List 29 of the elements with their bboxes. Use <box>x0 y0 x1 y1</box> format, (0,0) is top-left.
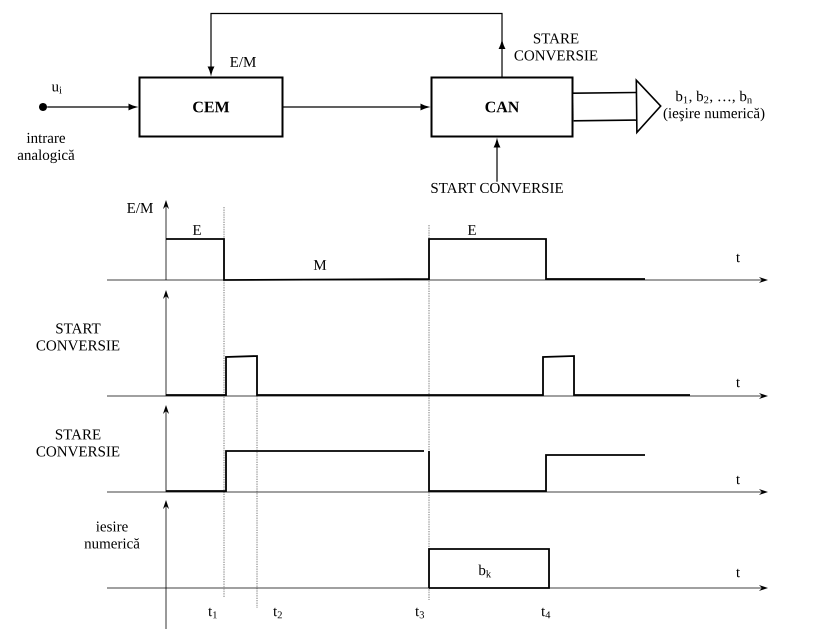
signal-label: iesire numerică <box>84 521 140 549</box>
signal-label: START CONVERSIE <box>431 182 563 194</box>
arrow <box>47 104 136 110</box>
input-terminal <box>39 103 47 111</box>
signal-label: t <box>736 476 740 484</box>
arrow <box>284 104 428 110</box>
signal-label: t$_{2}$ <box>273 608 282 618</box>
signal-label: M <box>314 260 326 270</box>
signal-label: t <box>736 568 740 578</box>
signal-label: E/M <box>230 57 256 68</box>
arrow <box>494 140 500 182</box>
signal-label: E <box>192 225 201 235</box>
signal-label: START CONVERSIE <box>36 323 120 351</box>
signal-label: t$_{3}$ <box>415 608 424 618</box>
signal-label: t$_{4}$ <box>541 608 550 618</box>
terminal-label: u$_{i}$ <box>52 84 62 94</box>
signal-label: t <box>736 254 740 262</box>
block-box: CEM <box>138 76 284 138</box>
feedback-arrow <box>208 12 506 76</box>
signal-label: STARE CONVERSIE <box>36 429 120 457</box>
signal-label: b$_{1}$, b$_{2}$, …, b$_{n}$ (ieşire numerică) <box>664 90 764 122</box>
signal-label: t <box>736 378 740 388</box>
signal-label: E/M <box>127 203 153 214</box>
signal-label: t$_{1}$ <box>208 608 217 618</box>
signal-label: STARE CONVERSIE <box>514 33 598 61</box>
terminal-label: intrare analogică <box>18 132 75 164</box>
block-box: CAN <box>430 76 574 138</box>
signal-label: b$_{k}$ <box>478 564 492 578</box>
signal-label: E <box>468 225 476 235</box>
